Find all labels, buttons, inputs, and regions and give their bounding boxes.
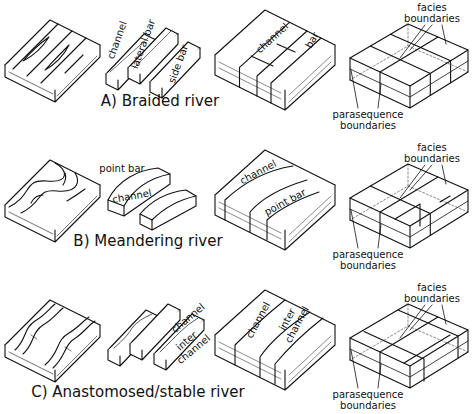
part-label: point bar: [99, 163, 144, 174]
line-art: [23, 308, 63, 354]
line-art: [15, 304, 55, 350]
line-art: [215, 290, 335, 390]
line-art: [350, 164, 468, 248]
line-art: [5, 300, 100, 382]
line-art: [215, 290, 335, 390]
line-art: [31, 335, 71, 351]
line-art: [215, 10, 335, 110]
line-art: [215, 150, 335, 250]
line-art: [350, 24, 468, 108]
line-art: [350, 304, 468, 388]
annotation: parasequence boundaries: [323, 249, 413, 271]
line-art: [53, 321, 95, 368]
annotation: parasequence boundaries: [323, 109, 413, 131]
annotation: facies boundaries: [395, 142, 469, 164]
line-art: [250, 180, 307, 232]
line-art: [23, 37, 83, 73]
line-art: [370, 177, 450, 235]
annotation: facies boundaries: [395, 282, 469, 304]
line-art: [351, 70, 381, 108]
line-art: [215, 150, 335, 250]
anastomosed-row: [5, 290, 468, 390]
meandering-row: [5, 150, 468, 250]
line-art: [400, 25, 446, 58]
line-art: [5, 160, 100, 242]
line-art: [21, 173, 77, 213]
line-art: [5, 20, 100, 102]
line-art: [215, 10, 335, 110]
line-art: [351, 350, 381, 388]
line-art: [400, 305, 446, 338]
line-art: [235, 300, 285, 365]
line-art: [370, 34, 450, 95]
line-art: [31, 173, 85, 203]
line-art: [5, 20, 100, 102]
line-art: [350, 304, 468, 388]
line-art: [350, 24, 468, 108]
row-caption: C) Anastomosed/stable river: [31, 384, 245, 401]
line-art: [150, 42, 200, 98]
braided-row: [5, 10, 468, 110]
row-caption: A) Braided river: [101, 93, 219, 110]
line-art: [140, 196, 196, 230]
row-caption: B) Meandering river: [73, 233, 222, 250]
line-art: [150, 42, 200, 98]
line-art: [350, 164, 468, 248]
line-art: [5, 300, 100, 382]
line-art: [13, 24, 86, 83]
line-art: [5, 160, 100, 242]
line-art: [364, 310, 458, 381]
line-art: [45, 317, 89, 365]
annotation: facies boundaries: [395, 2, 469, 24]
line-art: [351, 210, 381, 248]
line-art: [400, 165, 446, 198]
annotation: parasequence boundaries: [323, 389, 413, 411]
